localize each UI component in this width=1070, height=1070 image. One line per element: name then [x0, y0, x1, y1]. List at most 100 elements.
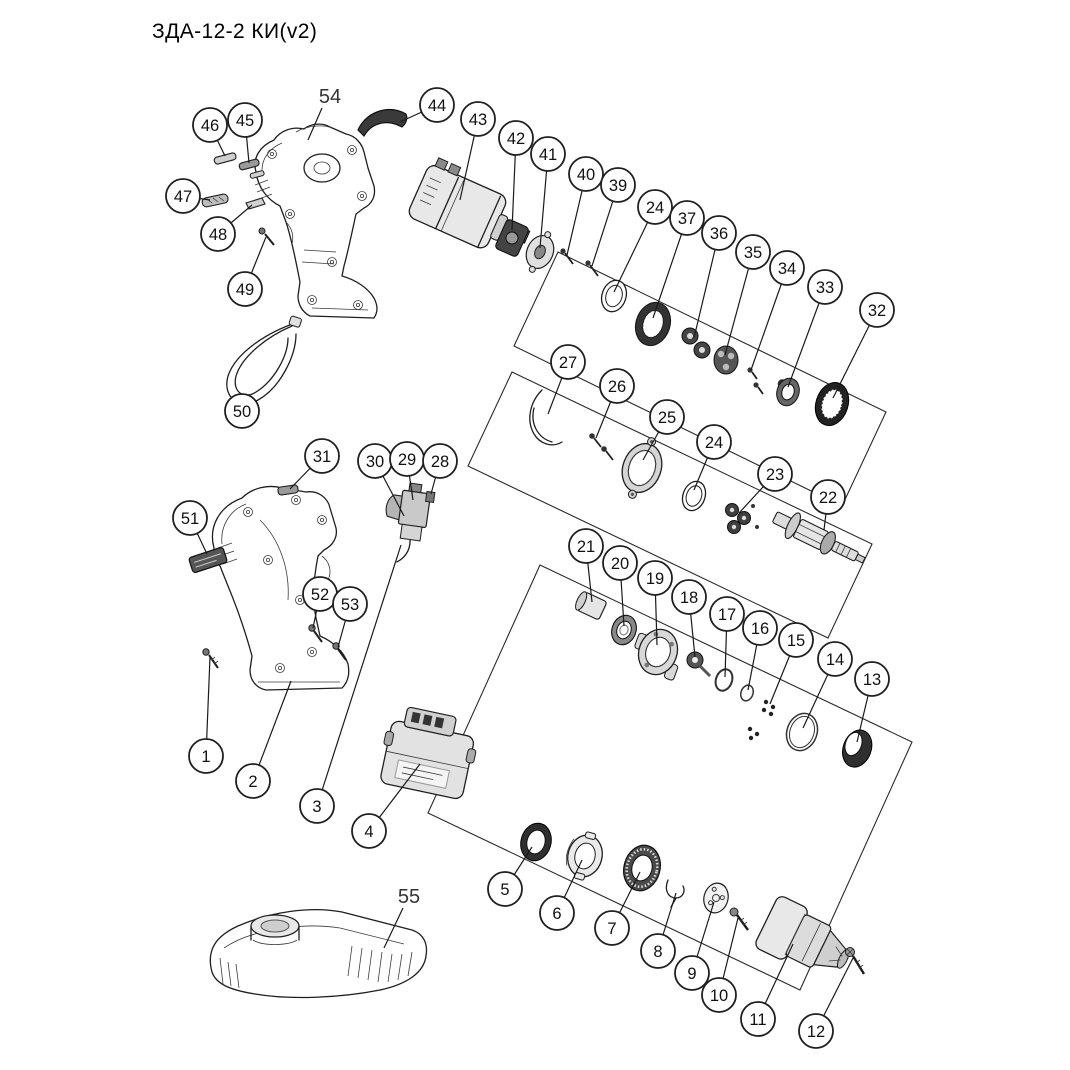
assembly-box-gear-stage-2	[467, 371, 873, 639]
part-32-ring-gear	[814, 382, 850, 426]
callout-29: 29	[389, 441, 425, 501]
callout-number: 9	[687, 965, 696, 983]
callout-30: 30	[357, 443, 405, 517]
callout-circle	[568, 528, 604, 564]
callout-20: 20	[602, 545, 638, 627]
part-51-nameplate	[188, 547, 228, 573]
leader-line	[316, 544, 402, 807]
label-55: 55	[383, 886, 420, 949]
callout-number: 16	[751, 620, 769, 638]
callout-1: 1	[188, 656, 224, 774]
callout-circle	[701, 215, 737, 251]
callout-number: 25	[658, 409, 676, 427]
callout-7: 7	[594, 871, 641, 946]
label-54: 54	[307, 86, 341, 141]
callout-14: 14	[802, 641, 853, 729]
callout-circle	[351, 813, 387, 849]
part-13-collar	[842, 729, 873, 768]
callout-circle	[742, 610, 778, 646]
callout-number: 48	[209, 226, 227, 244]
part-switch-28-29-30	[385, 482, 436, 563]
callout-number: 10	[710, 987, 728, 1005]
part-44-belt-clip	[357, 109, 408, 137]
callout-3: 3	[299, 544, 402, 824]
part-7-sleeve	[623, 844, 661, 892]
part-50-strap	[226, 315, 302, 405]
callout-19: 19	[637, 560, 673, 646]
callout-number: 42	[507, 130, 525, 148]
callout-49: 49	[227, 236, 267, 307]
part-14-ring	[785, 712, 819, 752]
callout-10: 10	[701, 917, 739, 1013]
callout-40: 40	[566, 156, 604, 256]
part-42-bracket	[495, 219, 529, 257]
part-39-screw	[585, 260, 599, 277]
callout-18: 18	[671, 579, 707, 658]
part-number-label: 54	[319, 86, 341, 108]
callout-46: 46	[192, 107, 228, 157]
callout-15: 15	[769, 622, 814, 705]
callout-number: 22	[819, 489, 837, 507]
callout-number: 2	[248, 773, 257, 791]
callout-circle	[810, 479, 846, 515]
callout-circle	[165, 178, 201, 214]
callout-26: 26	[595, 368, 635, 439]
callout-24: 24	[613, 189, 673, 293]
callout-43: 43	[459, 101, 496, 201]
callout-number: 33	[816, 279, 834, 297]
callout-28: 28	[422, 443, 458, 495]
part-34-pins	[747, 367, 764, 395]
part-43-motor	[408, 157, 531, 249]
callout-circle	[637, 189, 673, 225]
callout-37: 37	[652, 200, 705, 319]
callout-circle	[594, 910, 630, 946]
callout-number: 17	[718, 606, 736, 624]
callout-number: 21	[577, 538, 595, 556]
callout-35: 35	[724, 234, 771, 356]
callout-34: 34	[750, 250, 805, 371]
callout-circle	[674, 955, 710, 991]
part-4-battery	[380, 706, 477, 800]
callout-circle	[299, 788, 335, 824]
callout-circle	[671, 579, 707, 615]
callout-number: 50	[233, 403, 251, 421]
part-35-carrier	[713, 345, 739, 375]
callout-circle	[757, 456, 793, 492]
part-45-plate	[238, 158, 265, 179]
part-26-screws	[589, 433, 614, 461]
callout-9: 9	[674, 901, 715, 991]
callout-12: 12	[798, 957, 854, 1049]
part-25-gear-housing	[621, 437, 663, 499]
callout-25: 25	[642, 399, 685, 461]
callout-number: 29	[398, 451, 416, 469]
callout-circle	[332, 586, 368, 622]
leader-line	[307, 107, 323, 141]
callout-11: 11	[740, 943, 794, 1037]
part-20-bearing	[611, 614, 637, 646]
callout-circle	[735, 234, 771, 270]
part-12-screw	[845, 947, 866, 975]
callout-number: 15	[787, 632, 805, 650]
callout-circle	[854, 661, 890, 697]
callout-39: 39	[591, 167, 636, 267]
callout-47: 47	[165, 178, 211, 214]
callout-36: 36	[693, 215, 737, 339]
part-18-gear	[686, 651, 712, 678]
part-number-label: 55	[398, 886, 420, 908]
callout-16: 16	[742, 610, 778, 691]
callout-number: 18	[680, 589, 698, 607]
callout-number: 26	[608, 378, 626, 396]
callout-number: 4	[364, 823, 373, 841]
callout-circle	[224, 393, 260, 429]
callout-number: 14	[826, 651, 844, 669]
callout-number: 47	[174, 188, 192, 206]
part-41-bearing-plate	[525, 231, 555, 273]
part-9-plate	[703, 882, 729, 914]
part-55-charger	[209, 909, 428, 999]
callout-number: 12	[807, 1023, 825, 1041]
callout-circle	[422, 443, 458, 479]
callout-44: 44	[399, 87, 455, 123]
callout-number: 44	[428, 97, 446, 115]
callout-circle	[192, 107, 228, 143]
